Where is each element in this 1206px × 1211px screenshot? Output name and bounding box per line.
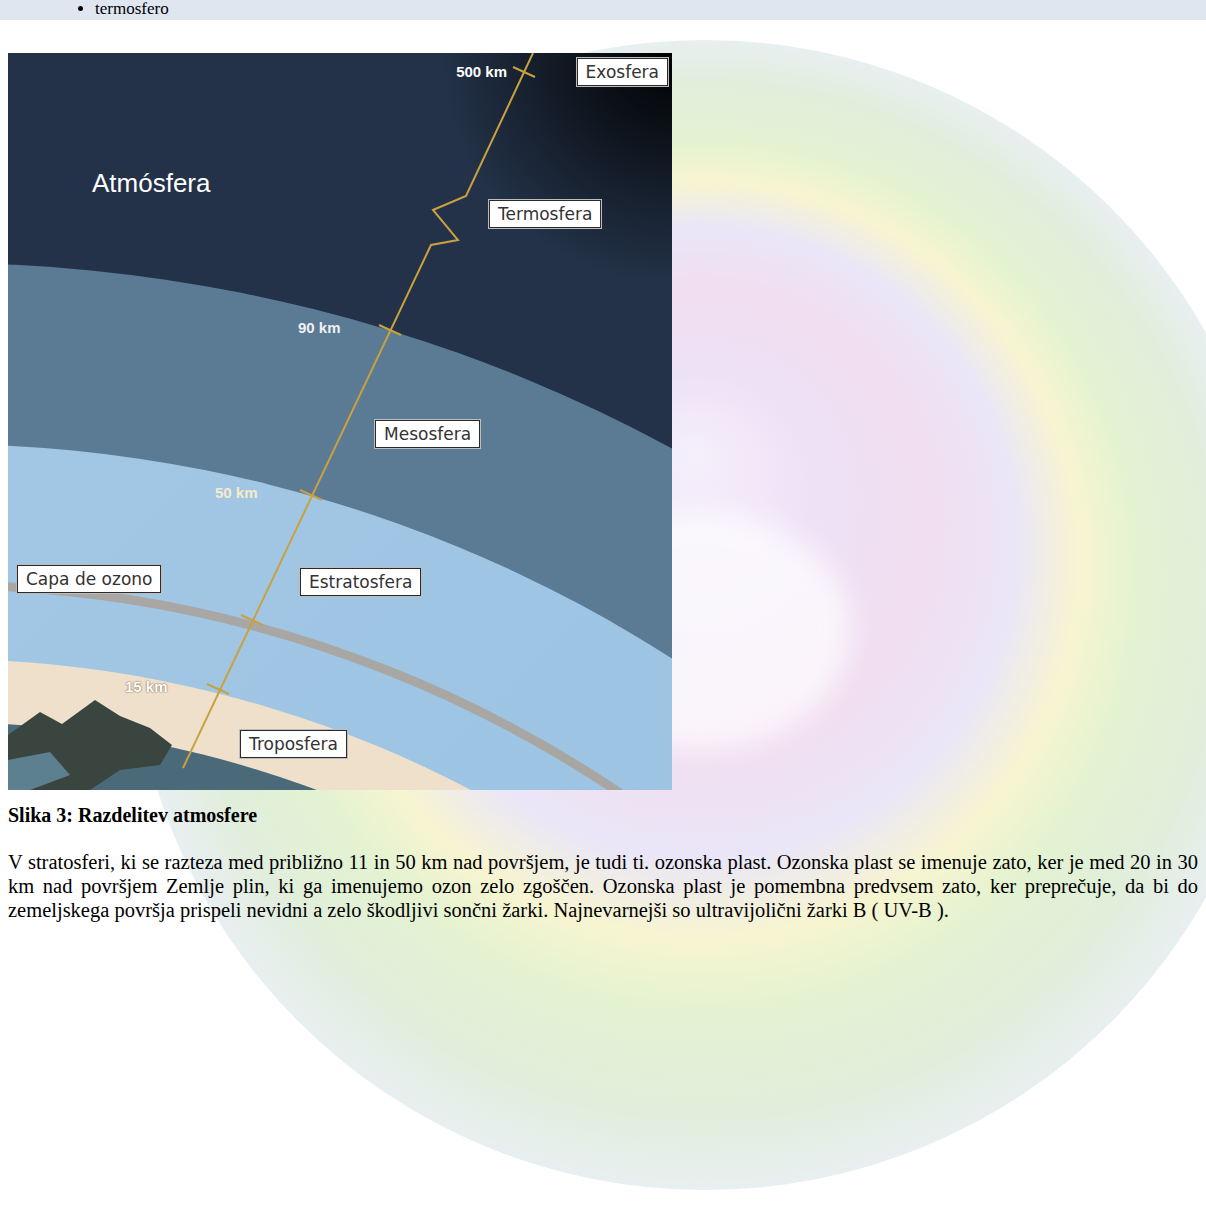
layer-name: Mesosfera	[384, 424, 471, 444]
body-paragraph: V stratosferi, ki se razteza med približ…	[8, 850, 1198, 922]
mountains	[8, 700, 172, 790]
ozone-layer-band	[8, 585, 672, 790]
water	[8, 752, 70, 790]
top-band	[0, 0, 1206, 20]
bullet-item: termosfero	[95, 0, 169, 18]
mesosphere-band	[8, 263, 672, 790]
troposphere-band	[8, 659, 672, 790]
layers	[8, 53, 672, 790]
layer-label-box: Capa de ozono	[17, 565, 161, 593]
layer-label-box: Troposfera	[240, 730, 347, 758]
figure-caption: Slika 3: Razdelitev atmosfere	[8, 803, 257, 827]
altitude-label: 50 km	[215, 484, 258, 502]
layer-name: Capa de ozono	[26, 569, 152, 589]
altitude-label: 15 km	[125, 678, 168, 696]
layer-name: Estratosfera	[309, 572, 412, 592]
altitude-line	[183, 53, 533, 768]
tick-mark	[379, 325, 401, 335]
layer-name: Exosfera	[586, 62, 659, 82]
image-title: Atmósfera	[92, 168, 211, 198]
layer-label-box: Exosfera	[577, 58, 668, 86]
stratosphere-band	[8, 444, 672, 790]
tick-mark	[513, 67, 535, 77]
altitude-label: 90 km	[298, 319, 341, 337]
altitude-label: 500 km	[456, 63, 507, 81]
tick-mark	[300, 490, 322, 500]
layer-label-box: Estratosfera	[300, 568, 421, 596]
layer-label-box: Mesosfera	[375, 420, 480, 448]
tick-mark	[207, 684, 229, 694]
layer-label-box: Termosfera	[489, 200, 601, 228]
layer-name: Termosfera	[498, 204, 592, 224]
tick-mark	[241, 615, 263, 625]
layer-name: Troposfera	[249, 734, 338, 754]
